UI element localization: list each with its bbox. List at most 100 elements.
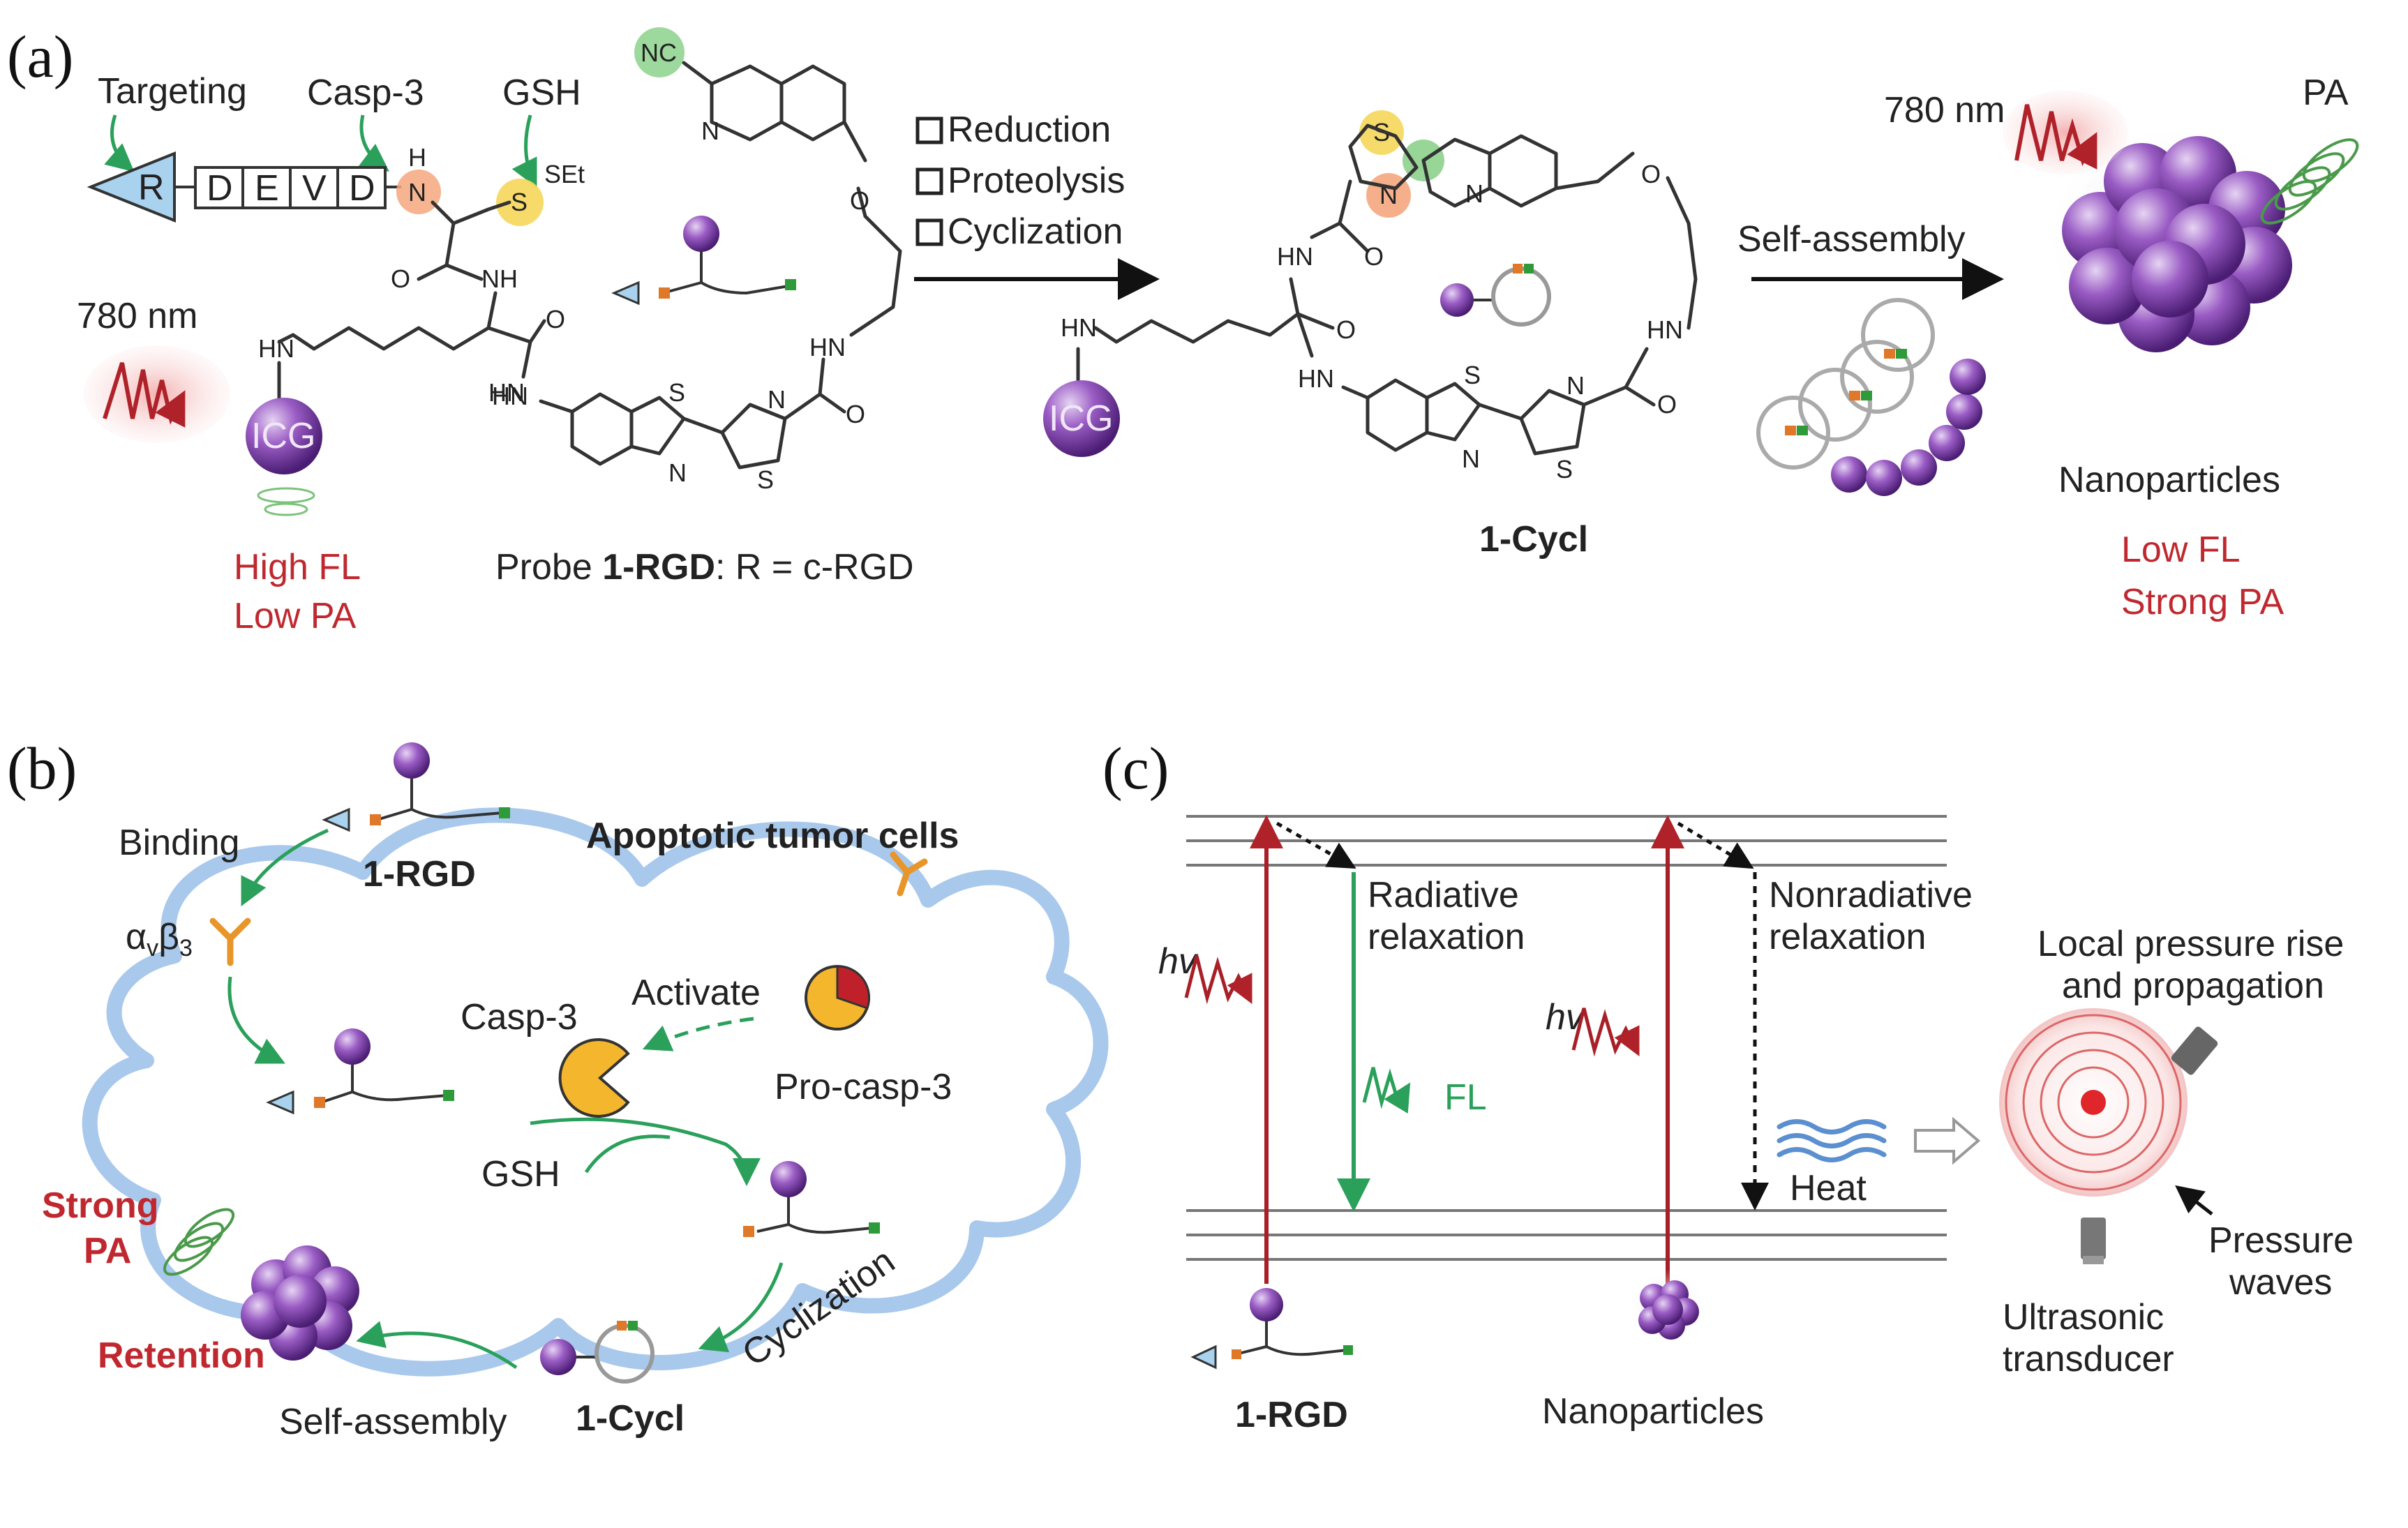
strong-label-b: Strong (42, 1185, 159, 1226)
svg-text:O: O (546, 305, 565, 334)
svg-text:O: O (1364, 242, 1384, 271)
binding-label: Binding (119, 823, 239, 863)
transducer-label-1: Ultrasonic (2003, 1297, 2164, 1338)
probe-icon-b-inside (266, 1028, 454, 1115)
cycl-structure: S N N O HN HN O O HN HN ICG S (1043, 110, 1698, 484)
nitrile-highlight (634, 27, 685, 77)
step-proteolysis: Proteolysis (948, 160, 1125, 201)
activate-label: Activate (631, 973, 761, 1013)
icg-label: ICG (251, 416, 315, 456)
nanoparticle-cluster-a (2062, 136, 2292, 352)
probe-icon-a (611, 216, 796, 306)
svg-text:O: O (1336, 315, 1356, 344)
gsh-label-b: GSH (481, 1154, 560, 1194)
svg-text:N: N (1462, 444, 1480, 473)
cycl-icon-b (540, 1321, 655, 1384)
svg-text:O: O (1657, 390, 1677, 419)
svg-text:S: S (757, 465, 774, 494)
panel-label-a: (a) (7, 23, 73, 90)
gsh-label: GSH (502, 73, 581, 113)
integrin-receptor-icon (209, 917, 251, 966)
devd-e: E (255, 168, 279, 209)
probe-label-b: 1-RGD (363, 854, 476, 894)
casp3-pacman-icon (558, 1038, 630, 1118)
svg-text:S: S (668, 378, 685, 407)
svg-text:NH: NH (481, 264, 518, 293)
pa-wave-icon-b (163, 1208, 235, 1276)
pro-casp3-icon (805, 965, 871, 1031)
svg-text:N: N (768, 385, 786, 414)
svg-text:O: O (846, 400, 865, 428)
local-pressure-label-2: and propagation (2062, 966, 2324, 1006)
radiative-label-2: relaxation (1368, 917, 1525, 957)
devd-d2: D (349, 168, 375, 209)
panel-label-b: (b) (7, 735, 77, 802)
pa-label-a: PA (2303, 73, 2349, 113)
light-wave-left (103, 362, 186, 428)
self-assembly-label-a: Self-assembly (1737, 219, 1966, 260)
reaction-steps: Reduction Proteolysis Cyclization (914, 110, 1160, 300)
panel-c: (c) Radiative relaxation hv FL (1102, 735, 2354, 1435)
pa-wave-icon-a (2260, 138, 2359, 225)
strong-pa-label: Strong PA (2121, 582, 2284, 622)
devd-d1: D (207, 168, 233, 209)
svg-text:S: S (1464, 361, 1481, 389)
cleaved-probe-icon (743, 1161, 880, 1237)
svg-text:HN: HN (1277, 242, 1313, 271)
local-pressure-label-1: Local pressure rise (2037, 924, 2344, 964)
svg-text:HN: HN (1298, 364, 1334, 393)
probe-icon-c (1190, 1288, 1353, 1370)
transducer-icon-top (2171, 1026, 2218, 1075)
svg-text:N: N (408, 178, 426, 207)
self-assembly-label-b: Self-assembly (279, 1402, 507, 1442)
low-fl-label: Low FL (2121, 530, 2241, 570)
wavelength-right: 780 nm (1884, 90, 2005, 130)
energy-levels (1186, 815, 1947, 1261)
svg-text:H: H (408, 143, 426, 172)
devd-sequence: D E V D (194, 166, 387, 209)
transducer-icon-bottom (2081, 1218, 2106, 1264)
nanoparticles-label-c: Nanoparticles (1542, 1391, 1764, 1432)
probe-label-prefix: Probe 1-RGD: R = c-RGD (495, 547, 914, 587)
heat-icon (1777, 1119, 1887, 1162)
svg-text:O: O (850, 186, 869, 215)
transducer-label-2: transducer (2003, 1339, 2174, 1379)
heat-to-pressure-arrow (1914, 1116, 1981, 1165)
svg-text:HN: HN (1061, 313, 1097, 342)
svg-text:N: N (668, 458, 687, 487)
panel-b: (b) Binding 1-RGD αvβ3 Apoptotic tumor c… (7, 735, 1109, 1442)
pa-label-b: PA (84, 1231, 131, 1271)
nonradiative-label-1: Nonradiative (1769, 875, 1973, 915)
assembling-rings (1756, 298, 1986, 496)
nanoparticle-cluster-c (1629, 1270, 1706, 1347)
devd-v: V (302, 168, 327, 209)
heat-label: Heat (1790, 1168, 1867, 1208)
targeting-label: Targeting (98, 71, 247, 112)
targeting-arrow (104, 114, 135, 172)
nanoparticle-cluster-b (241, 1245, 359, 1361)
casp3-label-b: Casp-3 (461, 997, 578, 1038)
panel-label-c: (c) (1102, 735, 1169, 802)
casp3-label: Casp-3 (307, 73, 424, 113)
low-pa-label: Low PA (234, 596, 357, 636)
svg-text:HN: HN (809, 333, 846, 361)
probe-icon-b-top (322, 742, 510, 832)
cell-title: Apoptotic tumor cells (586, 816, 959, 856)
pressure-waves-label-2: waves (2229, 1262, 2332, 1303)
gsh-arrow (511, 114, 537, 188)
integrin-receptor-icon-2 (890, 851, 928, 897)
nanoparticles-label-a: Nanoparticles (2058, 460, 2280, 500)
step-cyclization: Cyclization (948, 211, 1123, 252)
svg-text:ICG: ICG (1049, 398, 1113, 439)
svg-text:S: S (511, 188, 528, 216)
svg-text:N: N (701, 117, 719, 145)
svg-text:N: N (1566, 371, 1585, 400)
product-label-b: 1-Cycl (576, 1398, 685, 1439)
svg-text:O: O (391, 264, 410, 293)
pressure-wave-target (1999, 1008, 2188, 1197)
panel-a: (a) Targeting Casp-3 GSH R D E V D H N S… (7, 23, 2359, 636)
gsh-site-highlight (496, 179, 544, 226)
casp3-arrow (359, 114, 389, 172)
svg-text:HN: HN (1647, 315, 1683, 344)
